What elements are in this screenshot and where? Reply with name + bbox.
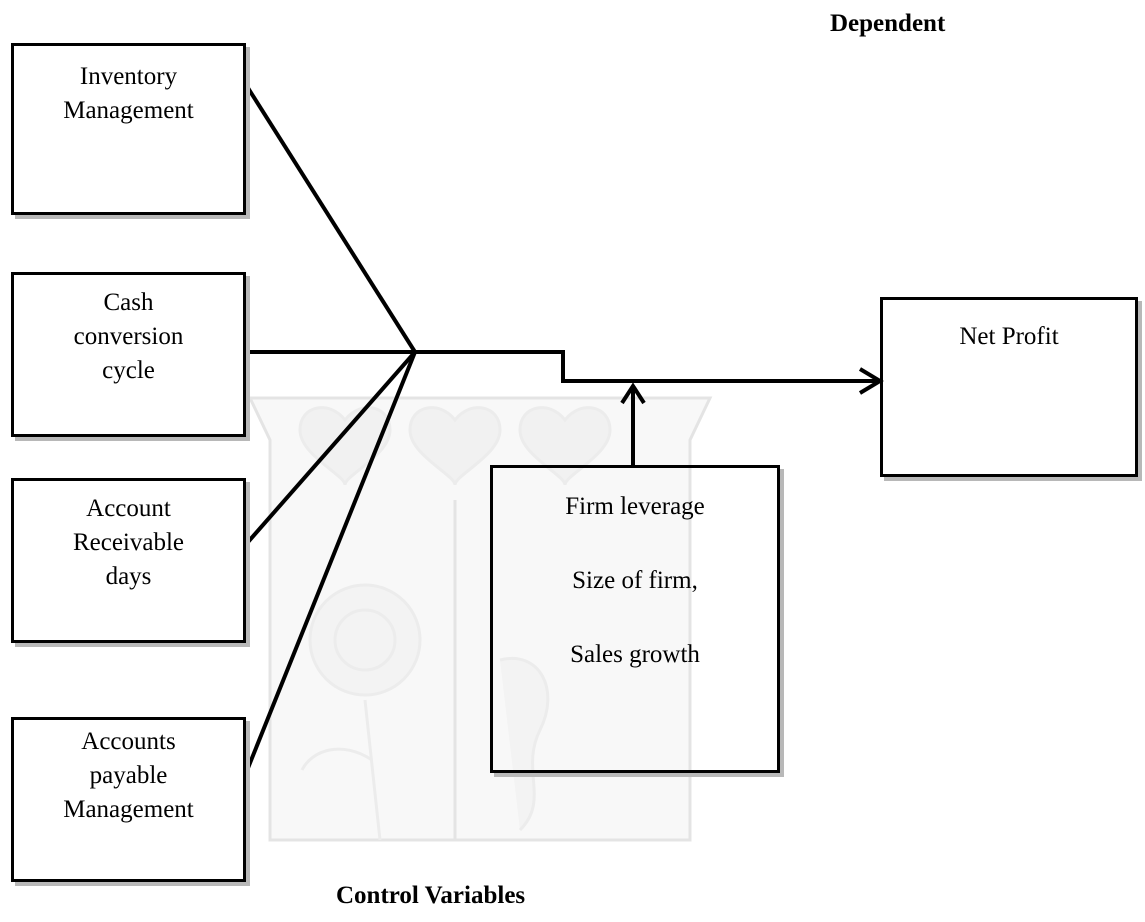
box-inventory-management: Inventory Management — [11, 43, 246, 215]
main-connector — [415, 350, 878, 383]
line-receivable — [246, 350, 417, 544]
cash-line-3: cycle — [102, 357, 155, 384]
box-accounts-payable-management: Accounts payable Management — [11, 717, 246, 882]
crest-watermark — [247, 396, 713, 842]
control-size-of-firm: Size of firm, — [572, 567, 698, 594]
connector-lines — [246, 86, 884, 769]
cash-line-1: Cash — [103, 289, 154, 316]
inventory-line-2: Management — [63, 97, 194, 124]
payable-line-1: Accounts — [81, 728, 176, 755]
box-account-receivable-days: Account Receivable days — [11, 478, 246, 643]
cash-line-2: conversion — [73, 323, 184, 350]
receivable-line-1: Account — [86, 495, 171, 522]
receivable-line-2: Receivable — [72, 529, 185, 556]
receivable-line-3: days — [105, 563, 152, 590]
control-arrowhead — [620, 382, 646, 405]
line-inventory — [246, 86, 417, 354]
control-firm-leverage: Firm leverage — [565, 493, 705, 520]
payable-line-3: Management — [63, 796, 194, 823]
box-net-profit: Net Profit — [880, 297, 1138, 477]
box-cash-conversion-cycle: Cash conversion cycle — [11, 272, 246, 437]
inventory-line-1: Inventory — [79, 63, 178, 90]
payable-line-2: payable — [89, 762, 168, 789]
net-profit-label: Net Profit — [959, 323, 1059, 350]
box-control-variables: Firm leverage Size of firm, Sales growth — [490, 465, 780, 773]
control-variables-heading: Control Variables — [336, 882, 526, 909]
control-sales-growth: Sales growth — [570, 641, 700, 668]
line-payable — [246, 351, 417, 769]
dependent-heading: Dependent — [830, 10, 946, 37]
